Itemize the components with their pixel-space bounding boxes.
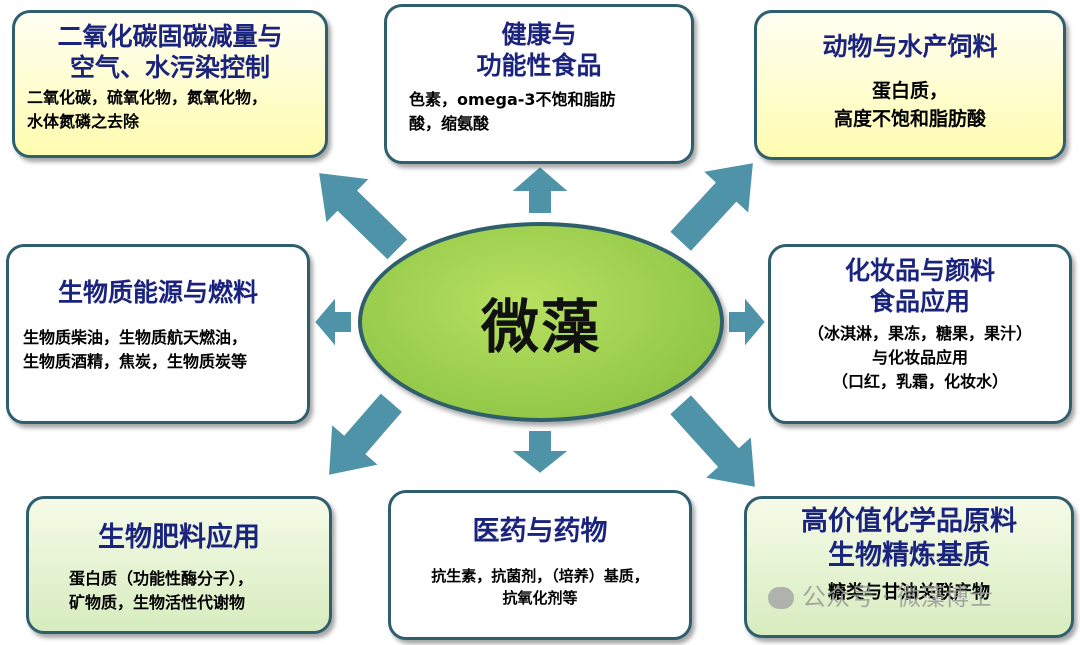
box-desc-line: 生物质柴油，生物质航天燃油，: [23, 328, 248, 348]
center-label: 微藻: [480, 293, 601, 361]
arrow-to-feed: [667, 160, 756, 254]
arrow-to-fertilizer: [326, 390, 405, 478]
box-desc-line: 抗生素，抗菌剂，（培养）基质，: [431, 566, 649, 585]
box-desc-line: 色素，omega-3不饱和脂肪: [409, 89, 616, 109]
box-desc-line: 抗氧化剂等: [502, 589, 578, 608]
box-desc-line: 生物质酒精，焦炭，生物质炭等: [23, 352, 248, 372]
chat-bubble-icon: [768, 587, 794, 609]
box-desc-line: （冰淇淋，果冻，糖果，果汁）: [807, 323, 1032, 343]
box-desc-line: （口红，乳霜，化妆水）: [831, 371, 1008, 391]
arrow-to-health: [507, 164, 573, 215]
box-desc-line: 水体氮磷之去除: [27, 111, 140, 131]
box-title-line: 空气、水污染控制: [69, 53, 270, 83]
center-node-microalgae: 微藻: [358, 222, 724, 422]
box-health-functional-food: 健康与 功能性食品 色素，omega-3不饱和脂肪 酸，缩氨酸: [384, 4, 694, 164]
box-title-line: 健康与: [501, 20, 577, 49]
box-title-line: 化妆品与颜料: [844, 256, 995, 285]
arrow-to-chemical: [667, 392, 758, 490]
box-medicine-drugs: 医药与药物 抗生素，抗菌剂，（培养）基质， 抗氧化剂等: [388, 490, 692, 640]
box-desc-line: 矿物质，生物活性代谢物: [69, 592, 246, 612]
box-title-line: 二氧化碳固碳减量与: [57, 22, 283, 51]
box-cosmetics-pigment-food: 化妆品与颜料 食品应用 （冰淇淋，果冻，糖果，果汁） 与化妆品应用 （口红，乳霜…: [768, 244, 1072, 424]
box-animal-aquaculture-feed: 动物与水产饲料 蛋白质， 高度不饱和脂肪酸: [754, 10, 1066, 160]
box-desc-line: 二氧化碳，硫氧化物，氮氧化物，: [27, 87, 268, 107]
watermark: 公众号 · 微藻博士: [768, 577, 993, 612]
box-title-line: 生物精炼基质: [828, 539, 990, 571]
watermark-text: 公众号 · 微藻博士: [802, 583, 993, 611]
box-high-value-chemicals: 高价值化学品原料 生物精炼基质 糖类与甘油关联产物: [744, 496, 1074, 638]
box-title-line: 高价值化学品原料: [801, 506, 1017, 537]
arrow-to-cosmetic: [727, 293, 768, 351]
box-desc-line: 酸，缩氨酸: [409, 113, 490, 133]
arrow-to-biofuel: [312, 293, 353, 351]
box-title-line: 生物质能源与燃料: [57, 278, 258, 307]
box-title-line: 医药与药物: [472, 516, 608, 547]
box-desc-line: 蛋白质，: [871, 80, 948, 103]
box-title-line: 动物与水产饲料: [822, 32, 998, 61]
box-title-line: 食品应用: [869, 287, 970, 317]
box-bio-fertilizer: 生物肥料应用 蛋白质（功能性酶分子）， 矿物质，生物活性代谢物: [26, 496, 332, 634]
box-title-line: 生物肥料应用: [98, 522, 260, 553]
arrow-to-co2: [316, 170, 410, 263]
box-desc-line: 糖类与甘油关联产物: [828, 581, 990, 603]
box-title-line: 功能性食品: [476, 51, 602, 81]
box-desc-line: 高度不饱和脂肪酸: [833, 107, 986, 130]
arrow-to-medicine: [507, 429, 573, 476]
box-desc-line: 与化妆品应用: [871, 347, 968, 367]
box-biomass-energy-fuel: 生物质能源与燃料 生物质柴油，生物质航天燃油， 生物质酒精，焦炭，生物质炭等: [6, 244, 310, 424]
box-co2-fixation-pollution-control: 二氧化碳固碳减量与 空气、水污染控制 二氧化碳，硫氧化物，氮氧化物， 水体氮磷之…: [12, 10, 328, 158]
box-desc-line: 蛋白质（功能性酶分子），: [69, 568, 254, 588]
